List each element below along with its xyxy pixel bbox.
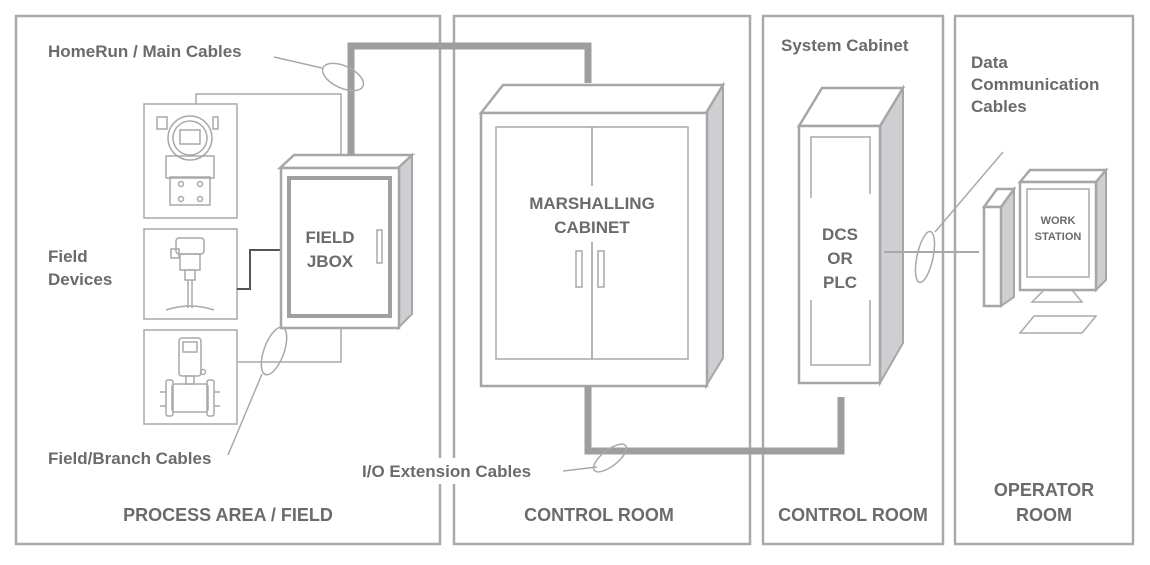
level-probe-device <box>143 228 238 320</box>
jbox-door <box>287 176 392 318</box>
pc-tower <box>982 205 1003 308</box>
dcs-panel-top <box>810 136 871 198</box>
monitor-stand-icon <box>1030 289 1084 303</box>
zone-process-area-frame <box>14 14 442 546</box>
zone-title-control-room-2: CONTROL ROOM <box>778 505 928 525</box>
bolt-icon <box>177 195 185 203</box>
transmitter-display-icon <box>179 129 201 145</box>
monitor-top <box>1017 168 1109 184</box>
tower-side <box>1000 185 1015 308</box>
marshalling-label-line1: MARSHALLING <box>529 194 655 213</box>
monitor-front <box>1018 180 1098 292</box>
branch-cable-bundle-marker <box>260 326 288 376</box>
bolt-icon <box>177 180 185 188</box>
branch-cable-2 <box>237 249 280 290</box>
zone-title-operator-room-line1: OPERATOR <box>994 480 1094 500</box>
branch-cable-3 <box>237 328 342 363</box>
field-jbox: FIELD JBOX <box>276 152 416 331</box>
marshalling-label-line2: CABINET <box>554 218 630 237</box>
zone-control-room-frame <box>452 14 752 546</box>
probe-head-icon <box>175 237 205 255</box>
device-box-2 <box>143 228 238 320</box>
flowmeter-flange-right-icon <box>206 379 215 417</box>
jbox-handle-icon <box>376 229 383 264</box>
zone-system-cabinet-frame <box>761 14 945 546</box>
transmitter-head-icon <box>167 115 213 161</box>
bolt-icon <box>196 195 204 203</box>
dcs-label-line1: DCS <box>822 225 858 244</box>
marshalling-door-right <box>591 126 689 360</box>
transmitter-face-icon <box>172 120 208 156</box>
flowmeter-flange-left-icon <box>165 379 174 417</box>
monitor-side <box>1095 167 1107 293</box>
probe-neck-icon <box>179 253 201 271</box>
marshalling-front <box>479 111 709 388</box>
flowmeter-device <box>143 329 238 425</box>
field-devices-label-line2: Devices <box>48 270 112 289</box>
data-comm-label-line2: Communication <box>971 75 1099 94</box>
io-extension-cable <box>584 386 845 455</box>
io-leader-line <box>562 466 598 472</box>
jbox-top <box>276 153 416 170</box>
branch-leader-line <box>227 373 263 456</box>
label-backdrop <box>574 186 610 242</box>
monitor-screen <box>1026 188 1090 278</box>
io-extension-cables-label: I/O Extension Cables <box>362 462 531 481</box>
zone-title-control-room: CONTROL ROOM <box>524 505 674 525</box>
flowmeter-knob-icon <box>199 368 207 376</box>
zone-title-operator-room-line2: ROOM <box>1016 505 1072 525</box>
dcs-label-line2: OR <box>827 249 853 268</box>
transmitter-connector-icon <box>156 116 168 130</box>
dcs-front <box>797 124 882 385</box>
transmitter-connector-icon <box>212 116 219 130</box>
marshalling-side <box>705 81 724 390</box>
jbox-label-line1: FIELD <box>305 228 354 247</box>
datacomm-leader-line <box>934 151 1004 233</box>
probe-surface-icon <box>165 305 215 311</box>
field-devices-label-line1: Field <box>48 247 88 266</box>
zone-title-process-area: PROCESS AREA / FIELD <box>123 505 333 525</box>
marshalling-handle-right-icon <box>597 250 605 288</box>
workstation: WORK STATION <box>981 167 1109 334</box>
homerun-cable-bundle-marker <box>321 62 365 92</box>
flowmeter-pipe-icon <box>171 383 209 413</box>
marshalling-top <box>478 83 726 115</box>
device-box-1 <box>143 103 238 219</box>
transmitter-flange-icon <box>169 176 211 206</box>
homerun-main-cable <box>347 42 592 155</box>
data-comm-label-line3: Cables <box>971 97 1027 116</box>
flowmeter-neck-icon <box>185 375 195 385</box>
data-comm-label-line1: Data <box>971 53 1008 72</box>
jbox-front <box>279 166 401 330</box>
workstation-label-line1: WORK <box>1041 215 1076 227</box>
datacomm-cable-bundle-marker <box>914 230 936 284</box>
io-label-backdrop <box>355 458 555 484</box>
homerun-leader-line <box>273 56 323 69</box>
bolt-icon <box>196 180 204 188</box>
transmitter-body-icon <box>165 155 215 179</box>
probe-connector-icon <box>170 248 180 259</box>
pressure-transmitter-device <box>143 103 238 219</box>
keyboard-icon <box>1018 315 1098 334</box>
dcs-side <box>879 84 904 387</box>
probe-fitting-icon <box>184 269 196 281</box>
io-cable-bundle-marker <box>592 443 628 473</box>
zone-operator-room-frame <box>953 14 1135 546</box>
flowmeter-display-icon <box>182 341 198 353</box>
marshalling-cabinet: MARSHALLING CABINET <box>478 81 726 390</box>
dcs-panel-bottom <box>810 300 871 366</box>
workstation-label-line2: STATION <box>1035 231 1082 243</box>
jbox-label-line2: JBOX <box>307 252 354 271</box>
homerun-cables-label: HomeRun / Main Cables <box>48 42 242 61</box>
branch-cable-1 <box>195 93 342 168</box>
system-cabinet-label: System Cabinet <box>781 36 909 55</box>
marshalling-handle-left-icon <box>575 250 583 288</box>
device-box-3 <box>143 329 238 425</box>
field-branch-cables-label: Field/Branch Cables <box>48 449 211 468</box>
dcs-plc-cabinet: DCS OR PLC <box>796 84 906 387</box>
dcs-label-line3: PLC <box>823 273 857 292</box>
